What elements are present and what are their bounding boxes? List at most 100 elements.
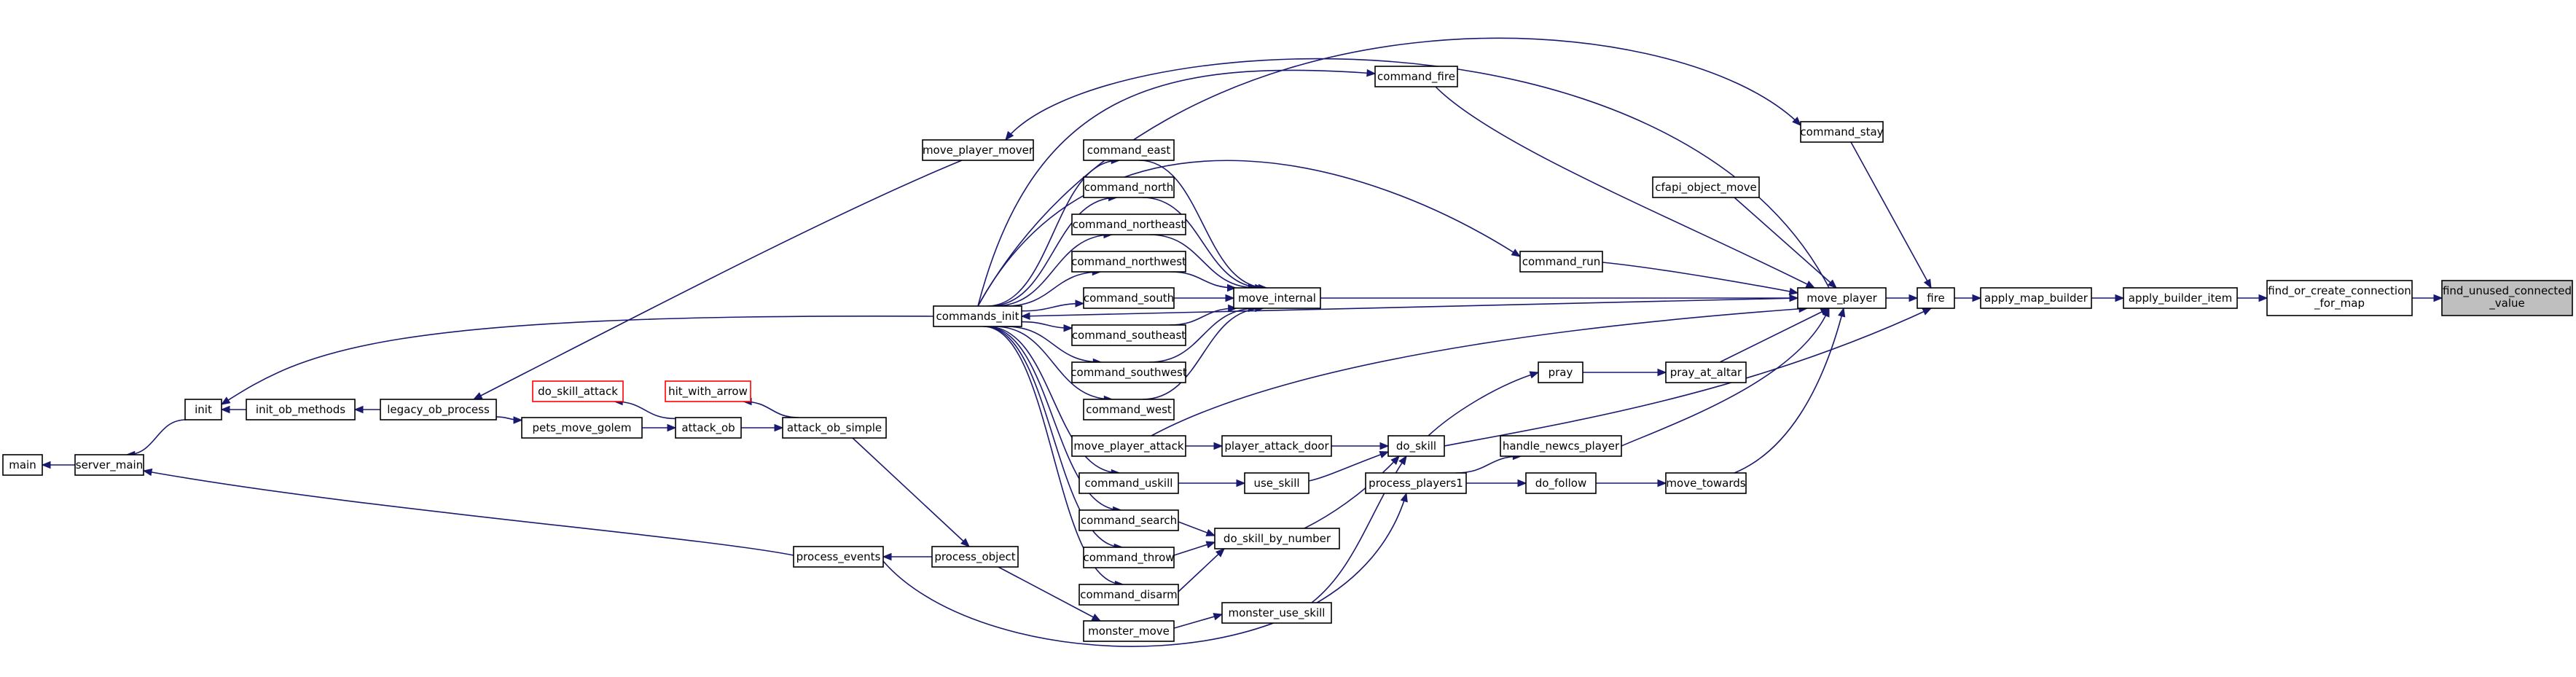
node-move-towards[interactable]: move_towards [1665,472,1747,494]
node-handle-newcs-player[interactable]: handle_newcs_player [1500,435,1622,457]
node-box [184,399,222,420]
node-box [380,399,497,420]
node-use-skill[interactable]: use_skill [1244,472,1309,494]
node-pray-at-altar[interactable]: pray_at_altar [1665,361,1747,383]
call-edge [1139,160,1267,289]
node-attack-ob-simple[interactable]: attack_ob_simple [782,417,887,439]
node-move-internal[interactable]: move_internal [1233,287,1321,309]
call-edge [984,326,1121,511]
node-command-north[interactable]: command_north [1083,176,1175,198]
node-box [1500,435,1622,457]
edge-arrowhead [1205,541,1216,549]
node-label: pray [1549,366,1573,379]
node-label: init [195,403,212,416]
node-do-skill-by-number[interactable]: do_skill_by_number [1214,528,1340,549]
node-label: move_player [1806,291,1877,305]
node-label: do_skill_attack [538,385,618,399]
call-edge [987,326,1120,474]
node-box [1071,435,1186,457]
node-command-east[interactable]: command_east [1083,139,1175,161]
node-box [1980,287,2092,309]
node-monster-move[interactable]: monster_move [1083,620,1175,642]
node-label: command_southwest [1070,366,1187,380]
node-command-uskill[interactable]: command_uskill [1078,472,1179,494]
node-box [1221,602,1332,624]
node-cfapi-object-move[interactable]: cfapi_object_move [1652,176,1760,198]
node-label: fire [1927,291,1945,305]
edge-arrowhead [1789,294,1799,302]
call-edge [983,326,1124,585]
node-label: command_east [1087,144,1171,157]
node-do-skill-attack[interactable]: do_skill_attack [532,380,624,402]
node-command-south[interactable]: command_south [1083,287,1175,309]
edge-arrowhead [1400,492,1408,503]
node-server-main[interactable]: server_main [74,454,144,476]
node-command-fire[interactable]: command_fire [1374,66,1458,87]
node-command-search[interactable]: command_search [1078,509,1179,531]
node-command-run[interactable]: command_run [1519,251,1603,273]
node-command-northeast[interactable]: command_northeast [1071,214,1186,235]
node-command-west[interactable]: command_west [1083,399,1175,420]
call-edge [1734,308,1844,474]
node-pray[interactable]: pray [1538,361,1583,383]
node-init-ob-methods[interactable]: init_ob_methods [246,399,356,420]
node-legacy-ob-process[interactable]: legacy_ob_process [380,399,497,420]
node-box [1365,472,1467,494]
edge-arrowhead [2115,294,2125,302]
node-main[interactable]: main [2,454,43,476]
edge-arrowhead [142,468,153,477]
node-label: commands_init [936,310,1019,324]
node-box [1071,361,1186,383]
node-label: _value [2489,297,2524,310]
call-edge [977,69,1376,307]
node-pets-move-golem[interactable]: pets_move_golem [521,417,643,439]
call-edge [614,401,676,420]
node-label: monster_use_skill [1229,606,1326,620]
node-move-player-attack[interactable]: move_player_attack [1071,435,1186,457]
node-init[interactable]: init [184,399,222,420]
call-edge [1151,308,1808,437]
edge-arrowhead [2258,294,2268,302]
node-command-southwest[interactable]: command_southwest [1070,361,1187,383]
node-commands-init[interactable]: commands_init [933,305,1022,327]
node-move-player[interactable]: move_player [1797,287,1887,309]
edge-arrowhead [1091,613,1102,622]
call-edge [977,37,1801,307]
node-process-players1[interactable]: process_players1 [1365,472,1467,494]
node-move-player-mover[interactable]: move_player_mover [922,139,1034,161]
call-edge [1169,308,1237,326]
node-box [1071,214,1186,235]
node-find-or-create-connection-for-map[interactable]: find_or_create_connection_for_map [2266,280,2413,316]
node-box [1800,121,1884,143]
node-command-southeast[interactable]: command_southeast [1071,324,1186,346]
call-edge [1021,297,1798,317]
node-box [933,305,1022,327]
node-fire[interactable]: fire [1917,287,1955,309]
node-monster-use-skill[interactable]: monster_use_skill [1221,602,1332,624]
node-box [1083,399,1175,420]
call-edge [977,160,1521,307]
node-box [1083,620,1175,642]
node-box [2266,280,2413,316]
node-hit-with-arrow[interactable]: hit_with_arrow [665,380,751,402]
node-find-unused-connected-value[interactable]: find_unused_connected_value [2441,280,2573,316]
node-do-skill[interactable]: do_skill [1387,435,1445,457]
node-process-object[interactable]: process_object [931,546,1019,568]
node-apply-builder-item[interactable]: apply_builder_item [2123,287,2238,309]
edge-arrowhead [1517,479,1527,488]
node-command-throw[interactable]: command_throw [1083,547,1175,568]
node-command-northwest[interactable]: command_northwest [1071,251,1186,273]
node-command-stay[interactable]: command_stay [1800,121,1884,143]
node-box [1233,287,1321,309]
edge-arrowhead [1923,278,1932,289]
edge-arrowhead [1236,479,1246,488]
node-command-disarm[interactable]: command_disarm [1078,584,1179,606]
node-attack-ob[interactable]: attack_ob [675,417,742,439]
edge-arrowhead [1205,529,1216,536]
node-do-follow[interactable]: do_follow [1525,472,1597,494]
node-process-events[interactable]: process_events [793,546,884,568]
node-player-attack-door[interactable]: player_attack_door [1221,435,1332,457]
edge-arrowhead [1838,307,1846,318]
node-apply-map-builder[interactable]: apply_map_builder [1980,287,2092,309]
